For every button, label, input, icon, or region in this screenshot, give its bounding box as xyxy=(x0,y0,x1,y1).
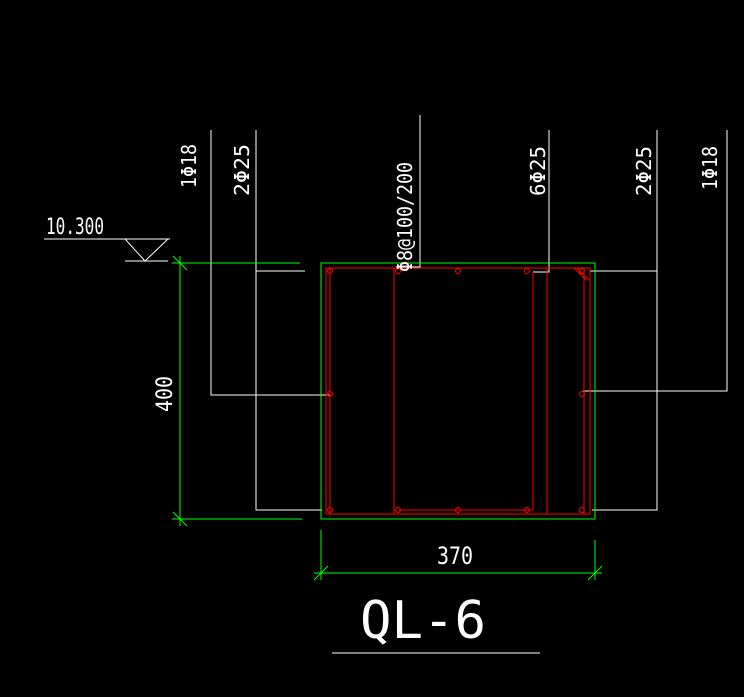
rebar-cage xyxy=(325,267,591,515)
rebar-dot xyxy=(524,507,530,513)
rebar-dot xyxy=(395,507,401,513)
leader-right-inner xyxy=(592,130,658,511)
leader-lines xyxy=(210,115,728,654)
rebar-label-right-top: 6Φ25 xyxy=(526,146,550,196)
stirrup-hook xyxy=(573,267,587,281)
rebar-dot xyxy=(327,391,333,397)
leader-right-outer xyxy=(583,130,728,392)
rebar-bars xyxy=(327,268,585,513)
leader-right-top xyxy=(533,130,550,273)
stirrup-label: Φ8@100/200 xyxy=(393,162,417,272)
rebar-label-right-inner: 2Φ25 xyxy=(632,146,656,196)
rebar-label-left-inner: 2Φ25 xyxy=(230,144,254,196)
leader-left-inner xyxy=(255,130,322,511)
width-dimension-text: 370 xyxy=(437,542,473,570)
beam-outline xyxy=(320,262,596,520)
height-dimension-text: 400 xyxy=(153,376,178,412)
rebar-dot xyxy=(455,507,461,513)
leader-left-outer xyxy=(210,130,330,396)
rebar-dot xyxy=(395,268,401,274)
dimension-lines xyxy=(172,255,603,581)
rebar-label-right-outer: 1Φ18 xyxy=(698,146,722,190)
rebar-dot xyxy=(579,507,585,513)
drawing-title: QL-6 xyxy=(360,591,486,651)
stirrup-hook xyxy=(576,267,590,281)
rebar-dot xyxy=(327,268,333,274)
outer-stirrup xyxy=(325,267,591,515)
rebar-dot xyxy=(579,268,585,274)
rebar-dot xyxy=(579,391,585,397)
rebar-dot xyxy=(327,507,333,513)
inner-stirrup xyxy=(393,267,548,515)
leader-stirrup xyxy=(396,115,421,268)
rebar-dot xyxy=(455,268,461,274)
elevation-marker xyxy=(44,238,170,262)
elevation-text: 10.300 xyxy=(46,215,104,240)
rebar-label-left-outer: 1Φ18 xyxy=(177,144,201,188)
rebar-dot xyxy=(524,268,530,274)
